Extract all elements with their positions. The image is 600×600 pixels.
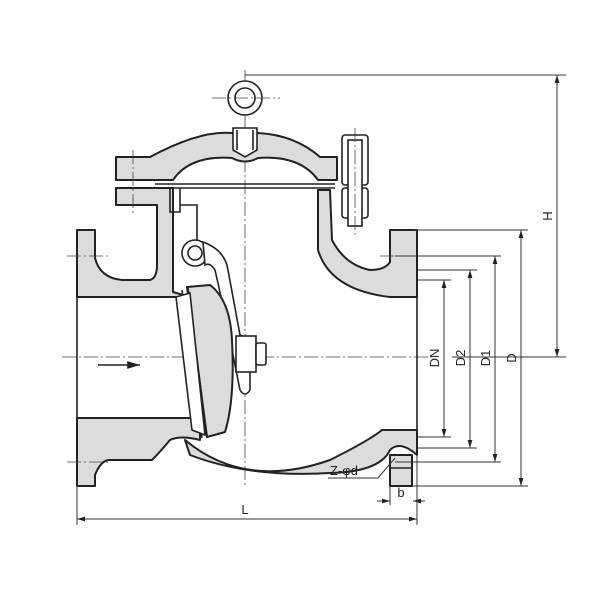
label-H: H [540, 211, 555, 220]
dimension-H: H [245, 74, 566, 358]
eyebolt [212, 80, 280, 158]
label-b: b [397, 485, 404, 500]
disc-assembly [169, 188, 267, 439]
dimension-L: L [76, 455, 418, 525]
label-L: L [241, 502, 248, 517]
dimension-D: D [412, 229, 528, 487]
dimension-bolt-holes: Z-φd [328, 457, 396, 479]
dimension-b: b [377, 485, 425, 505]
dimension-D2: D2 [417, 269, 477, 449]
dimension-D1: D1 [395, 255, 501, 463]
valve-body [76, 187, 418, 487]
dimension-DN: DN [417, 279, 451, 438]
bonnet [115, 131, 338, 189]
label-DN: DN [427, 349, 442, 368]
label-D1: D1 [478, 350, 493, 367]
bonnet-bolt [341, 128, 369, 235]
label-D2: D2 [453, 350, 468, 367]
label-D: D [504, 353, 519, 362]
label-bolt-holes: Z-φd [330, 463, 358, 478]
